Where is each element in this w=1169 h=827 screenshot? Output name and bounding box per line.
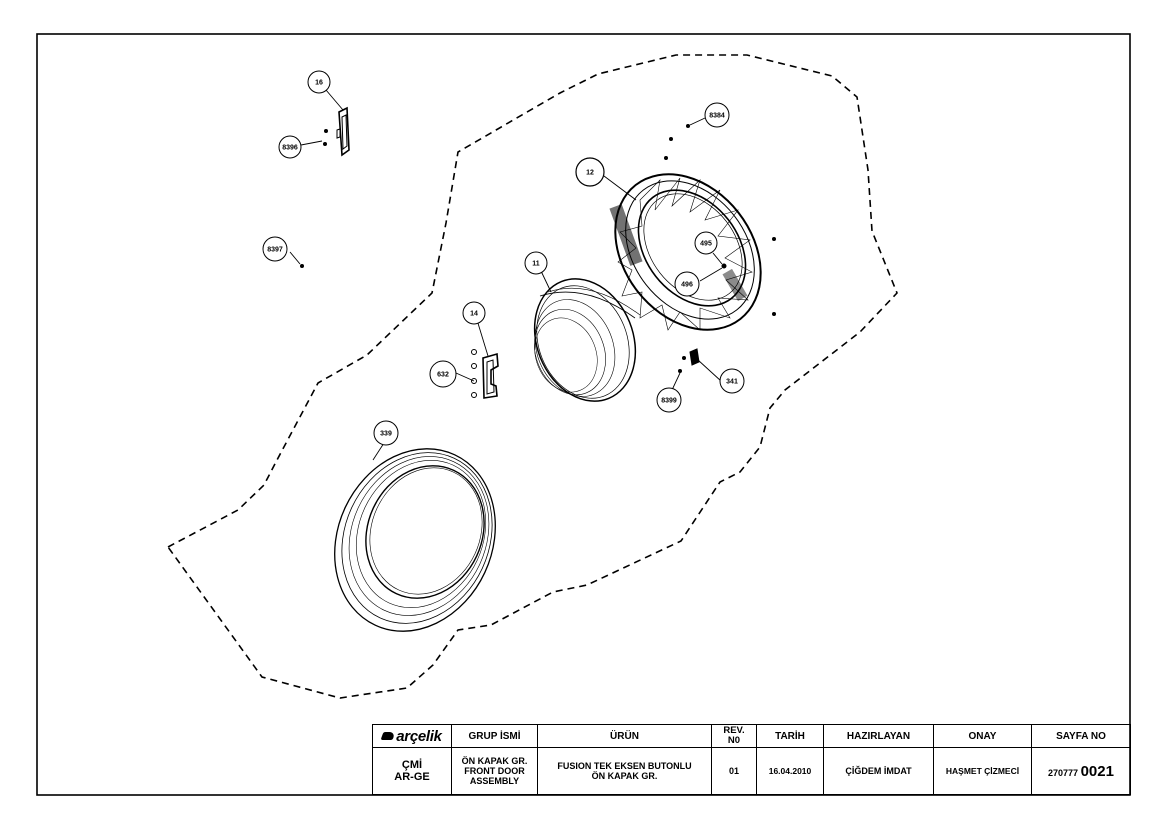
svg-text:341: 341 [726, 379, 738, 386]
leader-lines [289, 89, 723, 461]
svg-text:8384: 8384 [709, 113, 725, 120]
callout-8399: 8399 [656, 387, 682, 413]
callout-16: 16 [307, 70, 331, 94]
approved-by: HAŞMET ÇİZMECİ [933, 747, 1032, 795]
svg-text:339: 339 [380, 431, 392, 438]
callout-341: 341 [719, 368, 745, 394]
part-16-handle [336, 106, 350, 157]
page-header: SAYFA NO [1031, 723, 1131, 749]
svg-text:8397: 8397 [267, 247, 283, 254]
svg-text:16: 16 [315, 80, 323, 87]
approved-header: ONAY [933, 723, 1032, 749]
svg-text:8399: 8399 [661, 398, 677, 405]
callout-8396: 8396 [278, 135, 302, 159]
title-block: arçelik GRUP İSMİ ÜRÜN REV.N0 TARİH HAZI… [372, 723, 1131, 795]
callout-495: 495 [694, 231, 718, 255]
svg-text:632: 632 [437, 372, 449, 379]
callout-14: 14 [462, 301, 486, 325]
part-14-hinge [482, 352, 499, 399]
callout-11: 11 [524, 251, 548, 275]
callout-8384: 8384 [704, 102, 730, 128]
rev-header: REV.N0 [711, 723, 757, 749]
callout-8397: 8397 [262, 236, 288, 262]
part-12-door-frame [609, 173, 762, 331]
date-value: 16.04.2010 [756, 747, 824, 795]
department: ÇMİ AR-GE [372, 747, 452, 795]
product-name: FUSION TEK EKSEN BUTONLU ÖN KAPAK GR. [537, 747, 712, 795]
callout-339: 339 [373, 420, 399, 446]
svg-text:495: 495 [700, 241, 712, 248]
svg-text:8396: 8396 [282, 145, 298, 152]
svg-text:14: 14 [470, 311, 478, 318]
hinge-screws [471, 349, 477, 398]
part-341-latch [689, 348, 700, 366]
part-339-gasket-ring [334, 448, 496, 632]
assembly-boundary [166, 54, 898, 699]
svg-text:11: 11 [532, 261, 540, 268]
group-name: ÖN KAPAK GR. FRONT DOOR ASSEMBLY [451, 747, 538, 795]
callout-632: 632 [429, 360, 457, 388]
part-11-glass-bowl [533, 278, 641, 402]
group-header: GRUP İSMİ [451, 723, 538, 749]
fasteners [300, 124, 776, 373]
product-header: ÜRÜN [537, 723, 712, 749]
callout-496: 496 [674, 271, 700, 297]
prepared-by: ÇİĞDEM İMDAT [823, 747, 934, 795]
svg-text:12: 12 [586, 170, 594, 177]
rev-value: 01 [711, 747, 757, 795]
drawing-frame [36, 33, 1131, 796]
svg-text:496: 496 [681, 282, 693, 289]
page-number: 270777 0021 [1031, 747, 1131, 795]
callout-12: 12 [575, 157, 605, 187]
date-header: TARİH [756, 723, 824, 749]
prepared-header: HAZIRLAYAN [823, 723, 934, 749]
company-logo: arçelik [372, 723, 452, 749]
